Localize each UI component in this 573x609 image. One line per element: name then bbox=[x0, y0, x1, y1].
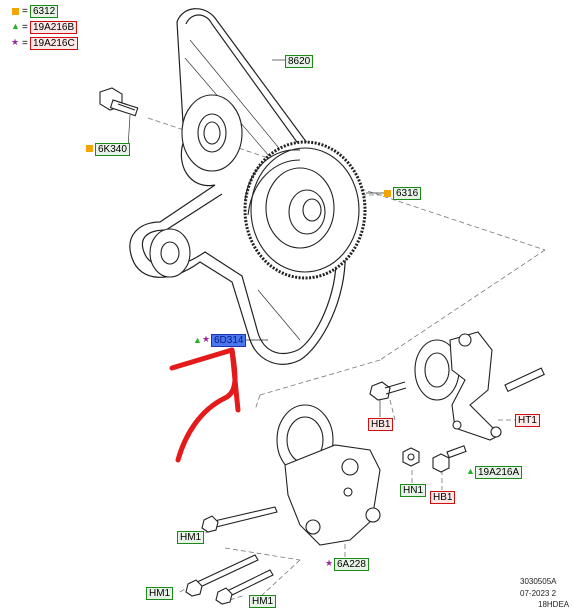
legend-triangle-marker: ▲ bbox=[11, 21, 20, 31]
label-ht1[interactable]: HT1 bbox=[515, 414, 540, 427]
label-hm1-top[interactable]: HM1 bbox=[177, 531, 205, 544]
square-marker bbox=[86, 145, 93, 152]
hm1-bolt-1[interactable] bbox=[201, 506, 278, 533]
label-6k340[interactable]: 6K340 bbox=[95, 143, 130, 156]
bolt-6k340[interactable] bbox=[99, 87, 139, 117]
belt-tensioner[interactable] bbox=[276, 404, 381, 546]
legend-equals: = bbox=[22, 22, 28, 33]
label-19a216a[interactable]: 19A216A bbox=[475, 466, 523, 479]
label-hn1[interactable]: HN1 bbox=[400, 484, 427, 497]
legend-code-19a216b[interactable]: 19A216B bbox=[30, 21, 78, 34]
label-hb1-upper[interactable]: HB1 bbox=[368, 418, 394, 431]
footer-code: 18HDEA bbox=[538, 600, 570, 609]
legend-code-19a216c[interactable]: 19A216C bbox=[30, 37, 78, 50]
legend-code-6312[interactable]: 6312 bbox=[30, 5, 59, 18]
triangle-marker: ▲ bbox=[193, 335, 202, 345]
triangle-marker: ▲ bbox=[466, 466, 475, 476]
footer-ref: 3030505A bbox=[520, 577, 557, 586]
label-6d314-selected[interactable]: 6D314 bbox=[211, 334, 247, 347]
hn1-nut[interactable] bbox=[402, 447, 420, 467]
hb1-bolt-lower[interactable] bbox=[432, 445, 467, 473]
crankshaft-pulley[interactable] bbox=[243, 140, 367, 280]
label-6316[interactable]: 6316 bbox=[393, 187, 422, 200]
hm1-bolt-2[interactable] bbox=[185, 554, 259, 597]
legend-equals: = bbox=[22, 6, 28, 17]
label-hb1-lower[interactable]: HB1 bbox=[430, 491, 456, 504]
star-marker: ★ bbox=[202, 334, 211, 344]
label-6a228[interactable]: 6A228 bbox=[334, 558, 369, 571]
legend-equals: = bbox=[22, 38, 28, 49]
square-marker bbox=[384, 190, 391, 197]
ht1-stud[interactable] bbox=[504, 367, 545, 393]
label-8620[interactable]: 8620 bbox=[285, 55, 314, 68]
legend-square-marker bbox=[12, 8, 19, 15]
label-hm1-right[interactable]: HM1 bbox=[249, 595, 277, 608]
hm1-bolt-3[interactable] bbox=[215, 569, 274, 605]
hb1-bolt-upper[interactable] bbox=[369, 381, 407, 401]
highlight-arrow bbox=[169, 347, 241, 463]
label-hm1-left[interactable]: HM1 bbox=[146, 587, 174, 600]
star-marker: ★ bbox=[325, 558, 334, 568]
lower-idler-pulley[interactable] bbox=[149, 228, 191, 278]
idler-pulley[interactable] bbox=[181, 94, 243, 172]
footer-date: 07-2023 2 bbox=[520, 589, 557, 598]
legend-star-marker: ★ bbox=[11, 37, 20, 47]
idler-bracket-assembly[interactable] bbox=[414, 331, 502, 441]
